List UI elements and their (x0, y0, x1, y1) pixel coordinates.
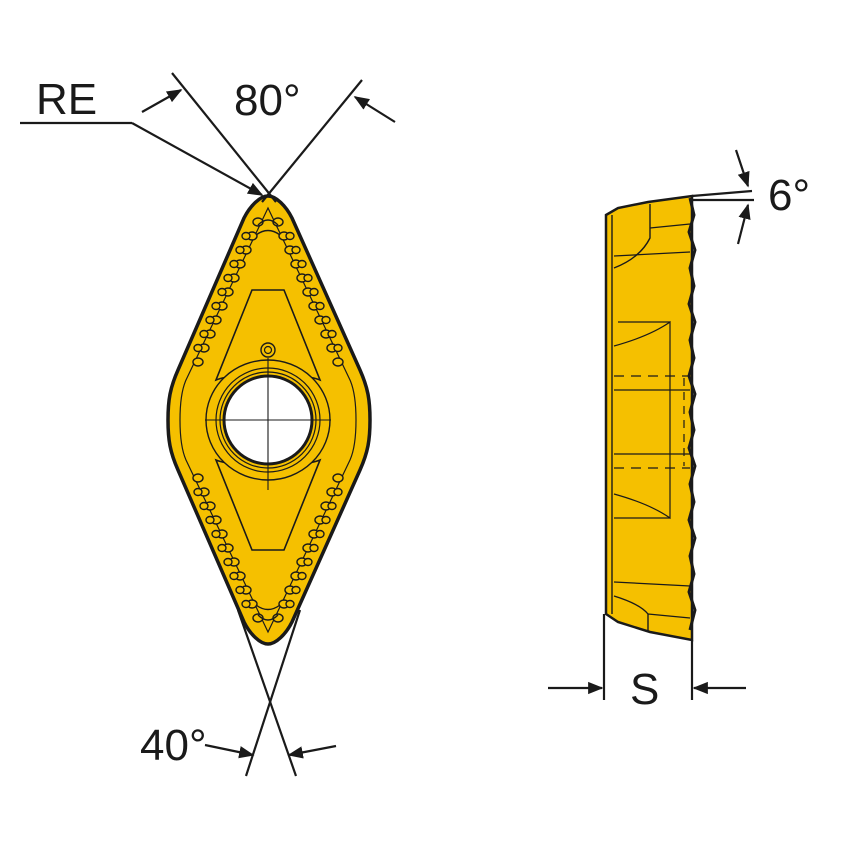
angle-40-lines (204, 609, 337, 777)
angle-80-lines (141, 72, 396, 203)
centerlines (205, 358, 331, 490)
re-leader (20, 121, 264, 196)
front-view: RE 80° 40° (20, 72, 396, 777)
corner-radius-label: RE (36, 75, 97, 124)
thickness-label: S (630, 665, 659, 714)
side-profile (604, 194, 694, 642)
included-angle-label: 80° (234, 76, 301, 125)
angle-6-dimension (691, 149, 754, 245)
chip-breaker-pattern (192, 217, 344, 623)
clearance-angle-label: 6° (768, 171, 810, 220)
thickness-dimension (548, 614, 746, 700)
bottom-angle-label: 40° (140, 721, 207, 770)
side-view: 6° S (548, 149, 810, 714)
